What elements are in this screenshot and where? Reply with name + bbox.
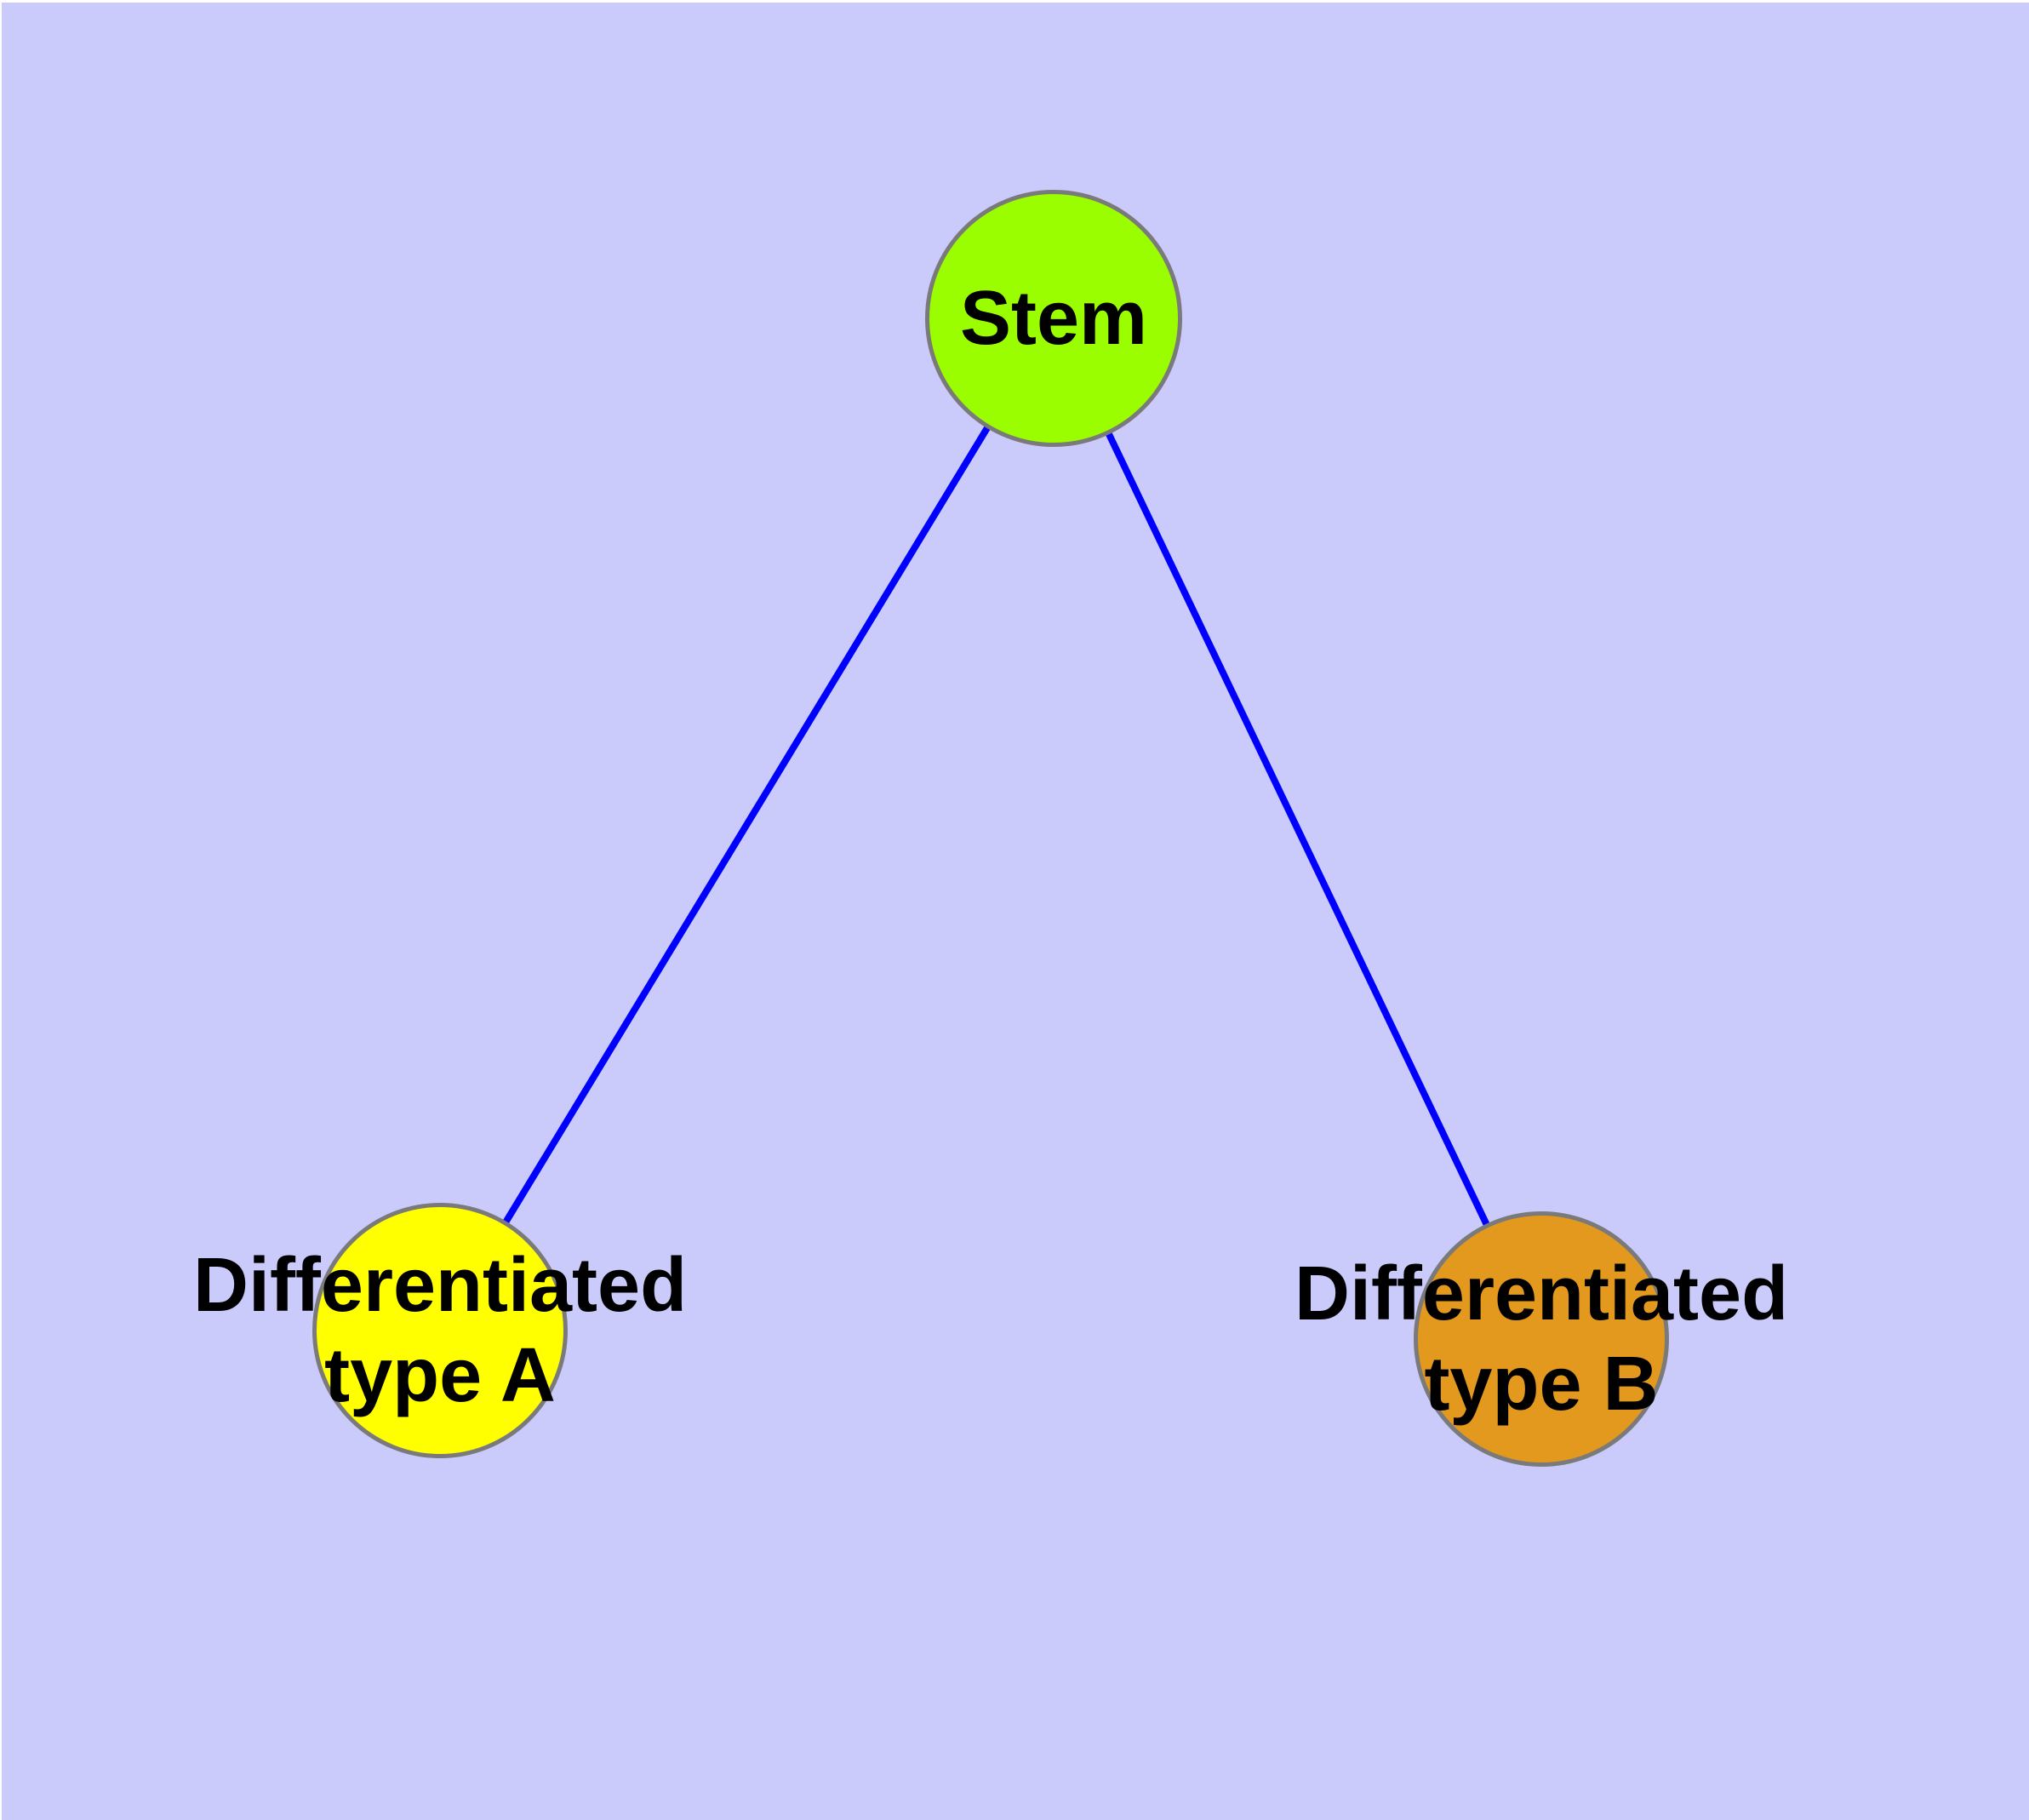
node-stem: Stem	[925, 190, 1182, 447]
node-differentiated-type-b-label-line2: type B	[1424, 1342, 1659, 1427]
node-differentiated-type-b-label-line1: Differentiated	[1294, 1251, 1789, 1336]
edge-stem-to-differentiated-type-a	[437, 316, 1057, 1333]
node-differentiated-type-a-label-line2: type A	[324, 1333, 556, 1418]
node-differentiated-type-a: Differentiated type A	[193, 1203, 687, 1458]
node-stem-label: Stem	[959, 276, 1148, 361]
node-differentiated-type-a-label: Differentiated type A	[193, 1240, 687, 1421]
edge-stem-to-differentiated-type-b	[1050, 317, 1545, 1341]
node-differentiated-type-b: Differentiated type B	[1295, 1211, 1788, 1467]
node-differentiated-type-a-label-line1: Differentiated	[192, 1243, 688, 1328]
diagram-canvas: Stem Differentiated type A Differentiate…	[2, 3, 2029, 1820]
node-differentiated-type-b-label: Differentiated type B	[1295, 1249, 1788, 1429]
